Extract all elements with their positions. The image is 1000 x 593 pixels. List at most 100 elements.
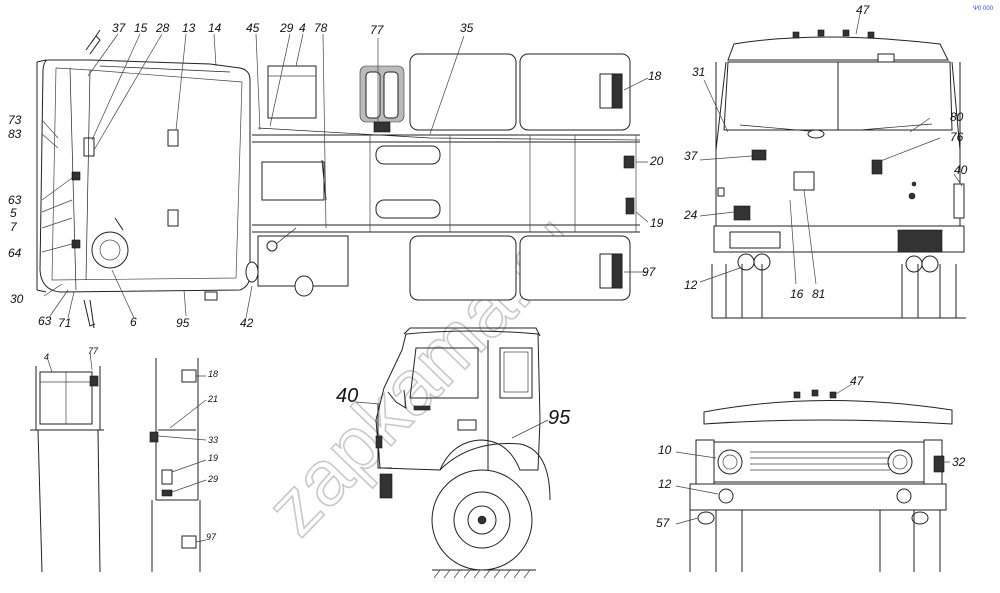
lower-grille-panel <box>697 441 943 483</box>
callout-12-front: 12 <box>684 278 698 292</box>
callout-63-upper: 63 <box>8 193 22 207</box>
steering-column <box>114 217 124 231</box>
callout-64: 64 <box>8 246 22 260</box>
frame-harness <box>257 127 641 141</box>
callout-47-lower: 47 <box>850 374 865 388</box>
component-20 <box>623 155 635 169</box>
top-view-leaders <box>41 33 649 319</box>
lower-side-light-left <box>695 439 715 485</box>
a-pillar-left <box>715 61 727 151</box>
rear-light-18-lens <box>611 73 623 109</box>
detail-left-leaders <box>47 351 93 373</box>
mirror-left-top <box>85 29 101 55</box>
lower-view-leaders <box>675 383 950 525</box>
callout-35: 35 <box>460 21 474 35</box>
callout-31: 31 <box>692 65 705 79</box>
component-63 <box>71 171 81 181</box>
detail-component-29 <box>161 489 173 497</box>
callout-28: 28 <box>155 21 170 35</box>
callout-80: 80 <box>950 110 964 124</box>
side-rear-window <box>499 347 533 399</box>
side-wheel-rim <box>453 491 511 549</box>
callout-63-lower: 63 <box>38 314 52 328</box>
front-view <box>711 29 966 319</box>
side-step <box>379 473 393 499</box>
side-view-leaders <box>355 401 549 439</box>
component-19 <box>625 197 635 215</box>
callout-14: 14 <box>208 21 222 35</box>
lower-grille-slats <box>750 451 890 471</box>
air-tank-a <box>365 71 381 119</box>
side-rear-window-inner <box>503 351 529 393</box>
detail-callout-97: 97 <box>206 532 217 542</box>
callout-13: 13 <box>182 21 196 35</box>
air-tank-b <box>383 71 399 119</box>
battery-terminal <box>266 240 278 252</box>
rear-light-97-lens <box>611 253 623 289</box>
side-cab-body <box>375 330 541 471</box>
callout-29: 29 <box>279 21 294 35</box>
side-mirror-40 <box>953 183 965 219</box>
frame-rail-bottom <box>252 224 640 233</box>
detail-callout-4: 4 <box>44 352 49 362</box>
dash-harness <box>69 67 77 291</box>
headlight-left-10 <box>717 449 743 475</box>
callout-42: 42 <box>240 316 254 330</box>
detail-left-frame <box>30 366 104 573</box>
callout-20: 20 <box>649 154 664 168</box>
component-42 <box>245 261 259 283</box>
side-wheel-hub <box>467 505 497 535</box>
component-81 <box>793 171 815 191</box>
callout-37: 37 <box>112 21 127 35</box>
steering-wheel <box>91 231 129 269</box>
component-13 <box>167 129 179 147</box>
side-headlight <box>375 435 383 449</box>
detail-callout-19: 19 <box>208 453 218 463</box>
callout-32: 32 <box>952 455 966 469</box>
plate-panel <box>729 231 781 249</box>
callout-71: 71 <box>58 316 71 330</box>
lower-lamp-right <box>896 488 912 504</box>
front-lamp-c <box>905 255 923 273</box>
roof-light-1 <box>792 31 800 39</box>
lower-roof-light-2 <box>811 389 819 397</box>
detail-light-97 <box>181 535 197 549</box>
callout-81: 81 <box>812 287 825 301</box>
roof-light-3 <box>842 29 850 37</box>
roof-harness <box>99 65 231 73</box>
receiver-upper <box>375 145 441 165</box>
ground-switch <box>294 275 314 297</box>
top-plan-view <box>36 29 641 329</box>
battery-box-4 <box>267 65 317 119</box>
callout-37-front: 37 <box>684 149 699 163</box>
callout-47-front: 47 <box>856 3 871 17</box>
cab-inner-outline <box>51 67 243 281</box>
detail-callout-21: 21 <box>207 394 218 404</box>
side-view: 40 95 <box>336 327 571 579</box>
side-roof <box>403 327 541 337</box>
receiver-lower <box>375 199 441 219</box>
lower-roof-light-1 <box>793 391 801 399</box>
dash-harness-2 <box>85 69 91 281</box>
detail-right-leaders <box>157 375 207 543</box>
callout-57: 57 <box>656 516 671 530</box>
fog-light-grille <box>897 229 943 253</box>
callout-7: 7 <box>10 220 18 234</box>
component-32 <box>933 455 945 473</box>
callout-16: 16 <box>790 287 804 301</box>
front-lamp-d <box>921 255 939 273</box>
component-37-front <box>751 149 767 161</box>
callout-24: 24 <box>683 208 698 222</box>
front-view-leaders <box>699 13 963 285</box>
corner-mark: Ψ0 000 <box>973 6 994 12</box>
detail-component-33 <box>149 431 159 443</box>
lower-lamp-57-right <box>911 511 929 525</box>
callout-97: 97 <box>642 265 657 279</box>
detail-light-18 <box>181 369 197 383</box>
callout-95-side: 95 <box>548 407 571 429</box>
cab-roof <box>727 36 949 61</box>
callout-95: 95 <box>176 316 190 330</box>
mudguard-top-1 <box>409 53 517 131</box>
